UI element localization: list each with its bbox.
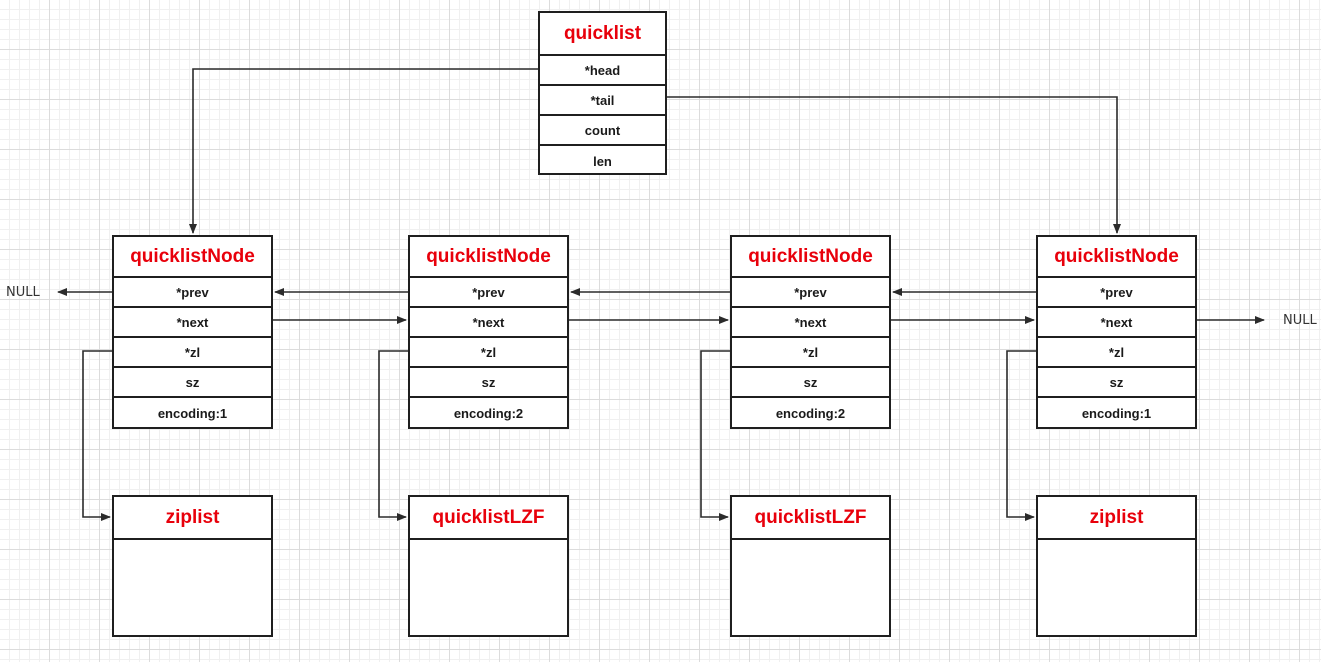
data-box-title: quicklistLZF [732, 497, 889, 540]
quicklist-title: quicklist [540, 13, 665, 56]
node-field-encoding: encoding:1 [1081, 405, 1152, 421]
quicklist-node-2: quicklistNode *prev *next *zl sz encodin… [408, 235, 569, 429]
quicklist-field-len: len [593, 153, 612, 169]
node-field-sz: sz [1038, 368, 1195, 398]
node-field-prev: *prev [1038, 278, 1195, 308]
node-field-next: *next [114, 308, 271, 338]
zl-arrow-node4 [1006, 350, 1037, 521]
node-field-encoding: encoding:1 [157, 405, 228, 421]
ziplist-box-4: ziplist [1036, 495, 1197, 637]
tail-pointer-arrow [666, 96, 1121, 234]
data-box-title: ziplist [1038, 497, 1195, 540]
data-box-title: ziplist [114, 497, 271, 540]
node-field-sz: sz [114, 368, 271, 398]
node-field-next: *next [410, 308, 567, 338]
null-label-right: NULL [1283, 313, 1317, 328]
node-title: quicklistNode [410, 237, 567, 278]
node-title: quicklistNode [1038, 237, 1195, 278]
quicklist-field-count: count [540, 116, 665, 146]
data-box-title: quicklistLZF [410, 497, 567, 540]
node-field-sz: sz [732, 368, 889, 398]
node-field-encoding: encoding:2 [453, 405, 524, 421]
zl-arrow-node3 [700, 350, 731, 521]
quicklistlzf-box-2: quicklistLZF [408, 495, 569, 637]
node-field-zl: *zl [114, 338, 271, 368]
quicklist-node-1: quicklistNode *prev *next *zl sz encodin… [112, 235, 273, 429]
node-title: quicklistNode [732, 237, 889, 278]
node-field-zl: *zl [732, 338, 889, 368]
node-field-zl: *zl [410, 338, 567, 368]
node-field-prev: *prev [410, 278, 567, 308]
node-title: quicklistNode [114, 237, 271, 278]
quicklist-field-tail: *tail [540, 86, 665, 116]
node-field-prev: *prev [114, 278, 271, 308]
ziplist-box-1: ziplist [112, 495, 273, 637]
node-field-zl: *zl [1038, 338, 1195, 368]
node-field-prev: *prev [732, 278, 889, 308]
node-field-encoding: encoding:2 [775, 405, 846, 421]
quicklist-node-4: quicklistNode *prev *next *zl sz encodin… [1036, 235, 1197, 429]
null-label-left: NULL [6, 285, 40, 300]
zl-arrow-node1 [82, 350, 113, 521]
node-field-sz: sz [410, 368, 567, 398]
quicklist-node-3: quicklistNode *prev *next *zl sz encodin… [730, 235, 891, 429]
zl-arrow-node2 [378, 350, 409, 521]
quicklistlzf-box-3: quicklistLZF [730, 495, 891, 637]
head-pointer-arrow [189, 68, 539, 234]
quicklist-field-head: *head [540, 56, 665, 86]
node-field-next: *next [732, 308, 889, 338]
quicklist-struct: quicklist *head *tail count len [538, 11, 667, 175]
node-field-next: *next [1038, 308, 1195, 338]
